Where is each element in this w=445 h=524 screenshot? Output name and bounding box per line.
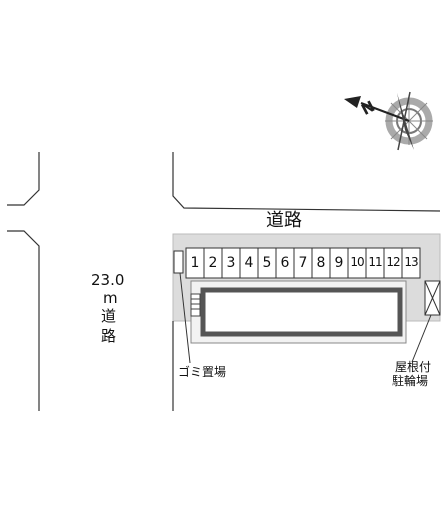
road-edge-right-upper — [172, 152, 441, 212]
parking-space-number: 4 — [244, 255, 254, 271]
parking-space-number: 9 — [334, 255, 344, 271]
building-hatch — [190, 293, 201, 317]
road-top-label: 道路 — [266, 210, 302, 231]
garbage-area — [173, 250, 184, 274]
parking-space — [401, 247, 421, 279]
road-edges — [7, 152, 441, 411]
parking-cells — [185, 247, 421, 279]
compass-rose — [344, 91, 433, 151]
parking-space-number: 10 — [350, 255, 364, 269]
parking-space-number: 8 — [316, 255, 326, 271]
parking-space-number: 11 — [368, 255, 382, 269]
road-left-char-2: 路 — [101, 327, 117, 345]
road-width-value: 23.0 — [91, 271, 125, 289]
garbage-leader-line — [179, 272, 191, 364]
garbage-label: ゴミ置場 — [178, 365, 227, 379]
road-edge-left-upper — [7, 152, 40, 206]
parking-space-number: 6 — [280, 255, 290, 271]
parking-space-number: 2 — [208, 255, 218, 271]
parking-space-number: 7 — [298, 255, 308, 271]
parking-space-number: 3 — [226, 255, 236, 271]
building — [200, 287, 403, 337]
road-left-char-1: 道 — [101, 307, 117, 325]
road-width-unit: m — [103, 289, 118, 307]
north-arrow-icon — [344, 96, 361, 108]
bike-parking-label-line1: 屋根付 — [395, 360, 432, 374]
parking-space-number: 1 — [190, 255, 200, 271]
parking-space-number: 5 — [262, 255, 272, 271]
building-hatch-lines — [191, 298, 200, 310]
parking-space-number: 12 — [386, 255, 400, 269]
road-edge-left-lower — [7, 230, 40, 411]
bike-parking-label-line2: 駐輪場 — [392, 374, 429, 388]
parking-space-number: 13 — [404, 255, 418, 269]
bike-leader-line — [411, 314, 432, 363]
